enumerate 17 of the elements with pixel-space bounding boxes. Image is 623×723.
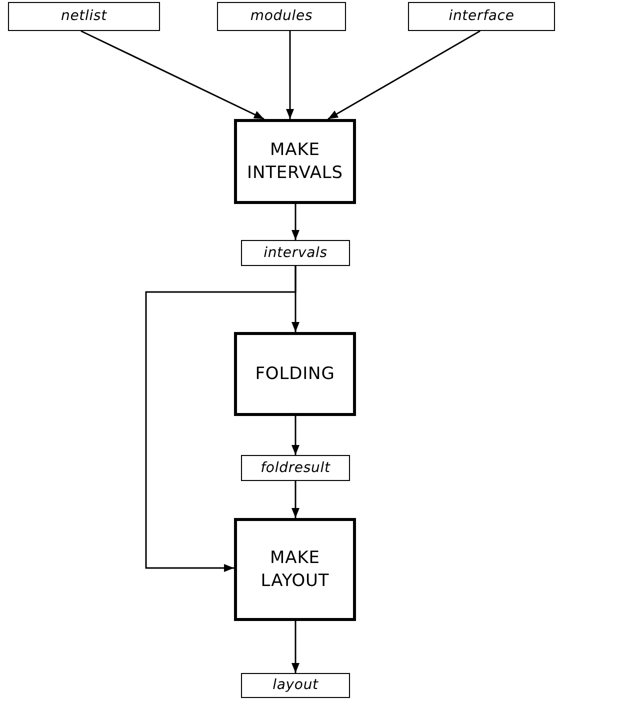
arrow: [145, 266, 296, 572]
arrow: [80, 30, 264, 120]
process-box: MAKE LAYOUT: [234, 518, 356, 621]
process-box: MAKE INTERVALS: [234, 119, 356, 204]
arrow: [292, 204, 300, 240]
arrow: [292, 416, 300, 455]
arrow: [286, 31, 294, 119]
arrow: [292, 621, 300, 673]
data-box: intervals: [241, 240, 350, 266]
data-box: layout: [241, 673, 350, 698]
arrow: [292, 481, 300, 518]
process-box: FOLDING: [234, 332, 356, 416]
data-box: foldresult: [241, 455, 350, 481]
data-box: modules: [217, 2, 346, 31]
arrow: [328, 30, 480, 120]
data-box: netlist: [8, 2, 160, 31]
data-box: interface: [408, 2, 555, 31]
